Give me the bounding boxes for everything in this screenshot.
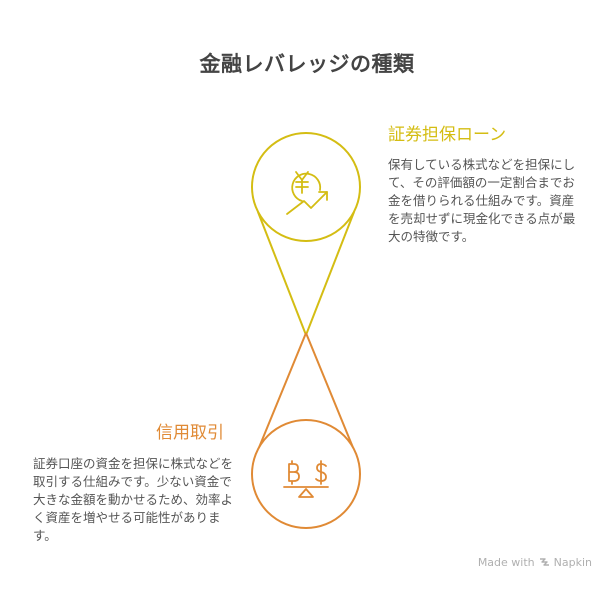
- margin-description: 証券口座の資金を担保に株式などを取引する仕組みです。少ない資金で大きな金額を動か…: [33, 456, 234, 543]
- margin-cone-left-line: [257, 332, 307, 451]
- loan-node: [251, 132, 361, 336]
- margin-cone-right-line: [305, 332, 355, 451]
- page-title: 金融レバレッジの種類: [199, 52, 415, 76]
- footer-brand: Napkin: [553, 556, 592, 569]
- loan-heading: 証券担保ローン: [388, 125, 507, 145]
- margin-circle: [251, 419, 361, 529]
- loan-cone-right-line: [305, 211, 355, 336]
- yen-growth-icon: [286, 171, 328, 215]
- loan-description: 保有している株式などを担保にして、その評価額の一定割合までお金を借りられる仕組み…: [388, 157, 576, 244]
- footer-label: Made with: [477, 556, 535, 569]
- napkin-watermark[interactable]: Made with Napkin: [478, 556, 592, 569]
- currency-balance-icon: [283, 460, 329, 498]
- margin-node: [251, 332, 361, 529]
- loan-cone-left-line: [257, 211, 307, 336]
- margin-heading: 信用取引: [156, 423, 224, 443]
- napkin-logo-icon: [539, 558, 549, 566]
